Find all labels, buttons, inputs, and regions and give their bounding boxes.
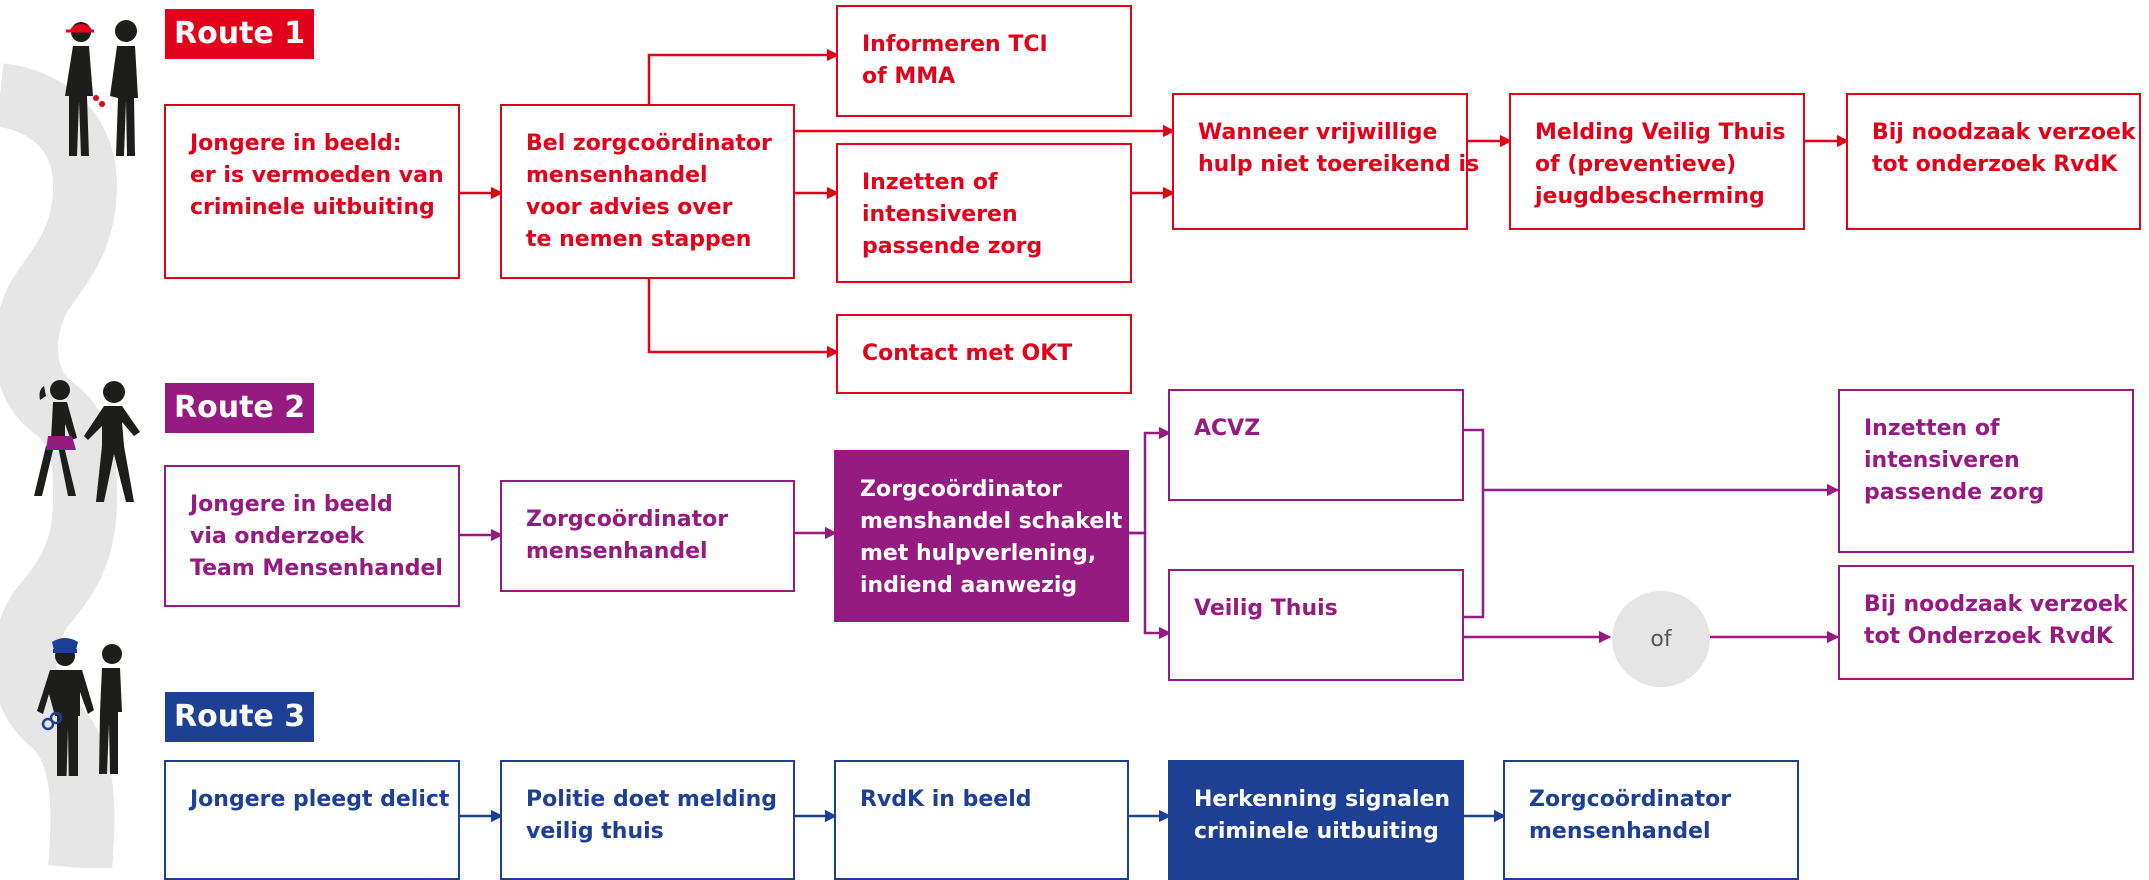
route-3-label: Route 3 (165, 692, 315, 742)
route2-switch-box: Zorgcoördinator menshandel schakelt met … (834, 450, 1129, 622)
or-circle: of (1612, 591, 1710, 687)
bracket-acvz (1464, 428, 1485, 619)
route3-start-box: Jongere pleegt delict (164, 760, 460, 880)
route2-veilig-thuis-box: Veilig Thuis (1168, 569, 1464, 681)
route3-rvdk-box: RvdK in beeld (834, 760, 1129, 880)
police-figure-icon (37, 638, 122, 776)
route3-signals-box: Herkenning signalen criminele uitbuiting (1168, 760, 1464, 880)
couple-figure-icon (65, 20, 138, 156)
route1-voluntary-box: Wanneer vrijwillige hulp niet toereikend… (1172, 93, 1479, 230)
route1-care-box: Inzetten of intensiveren passende zorg (836, 143, 1132, 283)
route2-start-box: Jongere in beeld via onderzoek Team Mens… (164, 465, 460, 607)
route2-acvz-box: ACVZ (1168, 389, 1464, 501)
route1-request-box: Bij noodzaak verzoek tot onderzoek RvdK (1846, 93, 2141, 230)
arrow-switch-to-acvz (1129, 426, 1172, 535)
route2-coord-box: Zorgcoördinator mensenhandel (500, 480, 795, 592)
route-2-label: Route 2 (165, 383, 315, 433)
route3-coord-box: Zorgcoördinator mensenhandel (1503, 760, 1799, 880)
route1-okt-box: Contact met OKT (836, 314, 1132, 394)
route2-request-box: Bij noodzaak verzoek tot Onderzoek RvdK (1838, 565, 2134, 680)
arrow-switch-to-vt (1129, 531, 1172, 640)
route-1-label: Route 1 (165, 9, 315, 59)
route1-inform-box: Informeren TCI of MMA (836, 5, 1132, 117)
arrow-call-to-okt (647, 279, 840, 359)
route3-police-box: Politie doet melding veilig thuis (500, 760, 795, 880)
route1-call-box: Bel zorgcoördinator mensenhandel voor ad… (500, 104, 795, 279)
route1-start-box: Jongere in beeld: er is vermoeden van cr… (164, 104, 460, 279)
walking-figures-icon (34, 380, 140, 502)
route1-report-box: Melding Veilig Thuis of (preventieve) je… (1509, 93, 1805, 230)
route2-care-box: Inzetten of intensiveren passende zorg (1838, 389, 2134, 553)
arrow-call-to-inform (647, 48, 840, 104)
